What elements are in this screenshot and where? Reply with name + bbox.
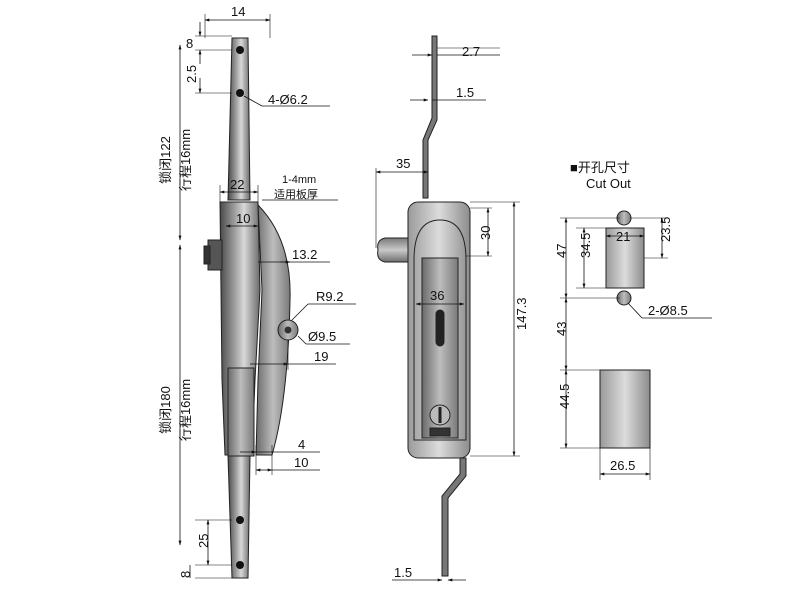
dim-cutout-height-total: 47: [554, 244, 569, 258]
left-view: 14 8 2.5 4-Ø6.2 锁闭122 行程16mm 22 1-4mm 适用…: [158, 4, 356, 579]
dim-body-width-front: 36: [430, 288, 444, 303]
rod-hole-2: [236, 89, 244, 97]
roller-center: [284, 326, 292, 334]
dim-handle-reach: 35: [396, 156, 410, 171]
bottom-rod: [441, 457, 467, 577]
dim-rod-offset: 1.5: [456, 85, 474, 100]
dim-bottom-offset: 8: [178, 571, 193, 578]
upper-stroke-travel: 行程16mm: [178, 129, 193, 191]
top-rod: [422, 35, 438, 199]
dim-cutout-width-top: 21: [616, 229, 630, 244]
dim-holes: 4-Ø6.2: [268, 92, 308, 107]
dim-foot-b: 10: [294, 455, 308, 470]
handle-knob: [377, 237, 413, 263]
cutout-view: ■开孔尺寸 Cut Out 47 34.5 21 23.5 2-Ø8.5 43: [554, 160, 712, 480]
dim-radius: R9.2: [316, 289, 343, 304]
dim-body-width: 22: [230, 177, 244, 192]
dim-roller-offset: 19: [314, 349, 328, 364]
rod-hole-1: [236, 46, 244, 54]
dim-top-width: 14: [231, 4, 245, 19]
dim-bottom-rod: 1.5: [394, 565, 412, 580]
key-slot: [438, 407, 442, 423]
dim-cutout-height-inner: 34.5: [578, 233, 593, 258]
cutout-title: ■开孔尺寸: [570, 160, 630, 175]
cutout-lower-block: [599, 369, 651, 449]
middle-view: 2.7 1.5 35 30 147.3 36 1.5: [375, 35, 529, 582]
lower-stroke-lock: 锁闭180: [158, 386, 173, 434]
dim-cutout-lower-height: 44.5: [557, 384, 572, 409]
panel-note-1: 1-4mm: [282, 174, 316, 186]
dim-rod-thickness: 2.7: [462, 44, 480, 59]
cutout-upper-slot: [605, 227, 645, 289]
dim-roller-dia: Ø9.5: [308, 329, 336, 344]
rod-hole-3: [236, 516, 244, 524]
rod-hole-4: [236, 561, 244, 569]
arched-handle: [413, 219, 467, 441]
lower-stroke-travel: 行程16mm: [178, 379, 193, 441]
dim-cutout-gap: 43: [554, 322, 569, 336]
dim-cutout-lower-width: 26.5: [610, 458, 635, 473]
dim-cutout-height-top: 23.5: [658, 217, 673, 242]
side-block: [227, 367, 255, 457]
cutout-subtitle: Cut Out: [586, 176, 631, 191]
dim-top-offset: 8: [186, 36, 193, 51]
dim-body-height: 147.3: [514, 297, 529, 330]
side-nut-cap: [203, 245, 211, 265]
dim-hole-offset: 2.5: [184, 65, 199, 83]
lock-label: [429, 427, 451, 437]
upper-rod: [227, 37, 251, 201]
dim-depth: 13.2: [292, 247, 317, 262]
panel-note-2: 适用板厚: [274, 187, 318, 201]
dim-foot-a: 4: [298, 437, 305, 452]
dim-cutout-holes: 2-Ø8.5: [648, 303, 688, 318]
upper-stroke-lock: 锁闭122: [158, 136, 173, 184]
dim-bottom-hole-offset: 25: [196, 534, 211, 548]
dim-handle-top: 30: [478, 226, 493, 240]
handle-slot: [435, 309, 445, 347]
dim-inner-width: 10: [236, 211, 250, 226]
